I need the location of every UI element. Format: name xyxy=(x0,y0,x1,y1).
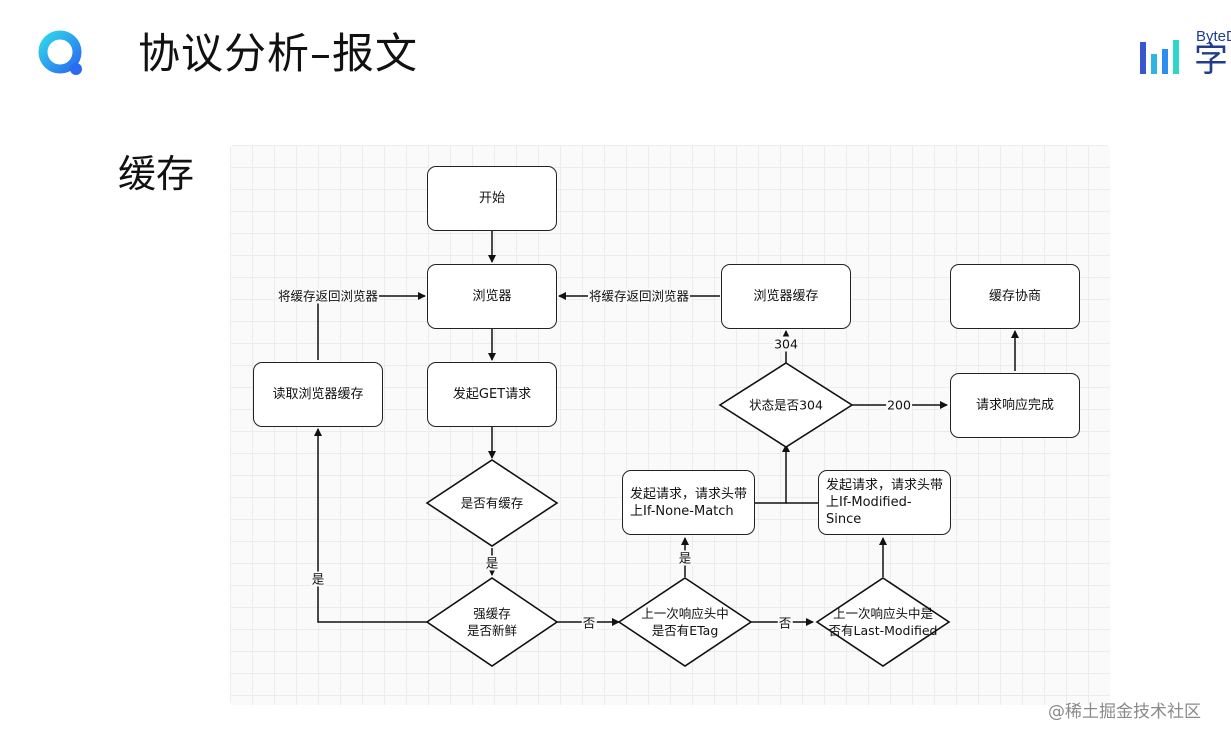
brand-name-small: ByteD xyxy=(1196,28,1231,45)
edge-label-200: 200 xyxy=(886,397,912,413)
diamond-status-304 xyxy=(718,362,854,448)
node-if-modified-since: 发起请求，请求头带 上If-Modified-Since xyxy=(818,470,951,535)
flowchart-connectors xyxy=(314,231,1019,667)
diamond-has-cache xyxy=(425,459,559,547)
diamond-strong-cache xyxy=(425,577,559,667)
diamond-has-etag xyxy=(617,577,753,667)
decision-has-etag-label: 上一次响应头中 是否有ETag xyxy=(641,606,729,638)
node-browser: 浏览器 xyxy=(427,264,557,329)
node-request-complete: 请求响应完成 xyxy=(950,373,1080,438)
section-title: 缓存 xyxy=(118,152,195,196)
edge-label-yes-strong: 是 xyxy=(310,571,326,587)
edge-none-match-status xyxy=(755,444,790,504)
edge-label-yes-has-cache: 是 xyxy=(484,555,500,571)
edge-label-no-etag: 否 xyxy=(777,615,793,631)
decision-has-cache-label: 是否有缓存 xyxy=(460,495,524,511)
edge-read-cache-browser xyxy=(317,292,426,360)
watermark: @稀土掘金技术社区 xyxy=(1048,702,1201,722)
brand-name-big: 字节 xyxy=(1194,40,1228,80)
cache-flowchart: 开始 浏览器 浏览器缓存 缓存协商 读取浏览器缓存 发起GET请求 请求响应完成… xyxy=(230,145,1110,705)
edge-label-yes-etag: 是 xyxy=(677,550,693,566)
node-browser-cache: 浏览器缓存 xyxy=(721,264,851,329)
node-read-cache: 读取浏览器缓存 xyxy=(253,362,383,427)
brand-bars-icon xyxy=(1140,40,1179,74)
decision-status-304-label: 状态是否304 xyxy=(749,397,823,413)
decision-has-last-modified-label: 上一次响应头中是 否有Last-Modified xyxy=(828,606,938,638)
app-logo-icon xyxy=(38,30,82,75)
edge-label-no-strong: 否 xyxy=(581,615,597,631)
node-cache-negotiation: 缓存协商 xyxy=(950,264,1080,329)
decision-strong-cache-label: 强缓存 是否新鲜 xyxy=(466,606,518,638)
node-if-none-match: 发起请求，请求头带 上If-None-Match xyxy=(622,470,755,535)
edge-strong-read-cache xyxy=(314,428,427,623)
edge-label-return-left: 将缓存返回浏览器 xyxy=(276,288,380,304)
node-start: 开始 xyxy=(427,166,557,231)
node-send-get: 发起GET请求 xyxy=(427,362,557,427)
brand-logo: ByteD 字节 xyxy=(1138,28,1231,80)
page-title: 协议分析–报文 xyxy=(138,29,419,78)
edge-label-return-right: 将缓存返回浏览器 xyxy=(587,288,691,304)
diamond-has-last-modified xyxy=(815,577,951,667)
edge-label-304: 304 xyxy=(773,336,799,352)
